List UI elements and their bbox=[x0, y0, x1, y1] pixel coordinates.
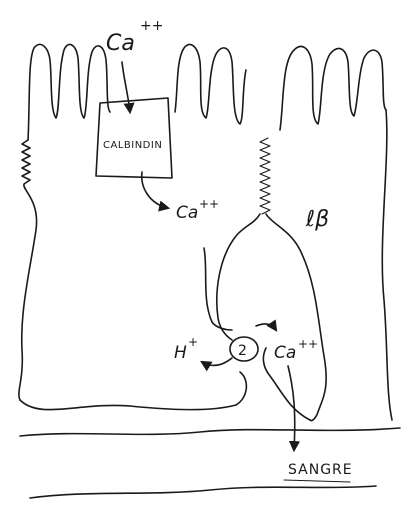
blood-vessel-line bbox=[30, 486, 376, 498]
ca-right-charge: ++ bbox=[298, 337, 318, 351]
basement-membrane-line bbox=[20, 428, 400, 436]
right-cell-outline bbox=[382, 110, 392, 420]
pump-ca-out-arrow bbox=[256, 324, 276, 330]
left-cell-basal-wall bbox=[20, 372, 246, 410]
left-cell-apical-microvilli bbox=[28, 44, 110, 140]
h-plus-charge: + bbox=[188, 335, 198, 349]
middle-apical-microvilli bbox=[175, 44, 246, 124]
left-cell-lateral-wall bbox=[19, 140, 37, 400]
h-plus-label: H bbox=[174, 343, 187, 363]
ca-mid-charge: ++ bbox=[199, 197, 219, 211]
ca-to-blood-arrow bbox=[288, 366, 295, 450]
intercellular-space-left-wall bbox=[217, 214, 260, 340]
sangre-label: SANGRE bbox=[288, 462, 353, 478]
intercellular-space-right-wall bbox=[266, 214, 326, 421]
calbindin-label: CALBINDIN bbox=[103, 140, 162, 151]
ca-top-label: Ca bbox=[106, 31, 135, 56]
calbindin-box bbox=[96, 98, 172, 178]
ca-top-charge: ++ bbox=[140, 18, 163, 34]
lp-label: ℓβ bbox=[305, 207, 329, 232]
sangre-underline bbox=[284, 480, 350, 482]
ca-right-label: Ca bbox=[274, 343, 296, 363]
tight-junction-zigzag bbox=[260, 138, 270, 214]
pump-number: 2 bbox=[238, 343, 247, 359]
ca-mid-label: Ca bbox=[176, 203, 198, 223]
right-apical-microvilli bbox=[280, 46, 386, 130]
ca-entry-arrow bbox=[122, 62, 130, 112]
h-plus-arrow bbox=[202, 358, 232, 365]
